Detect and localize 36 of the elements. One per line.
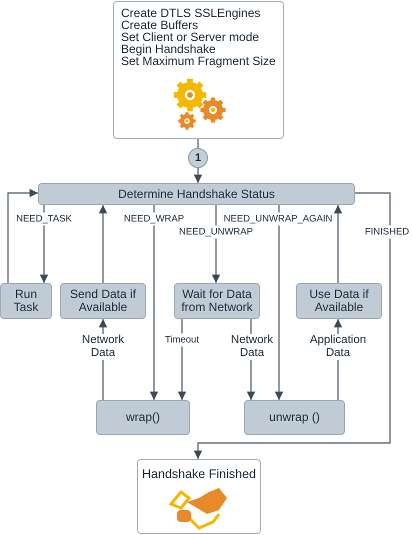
process-box xyxy=(296,283,382,319)
box-text: Run Task xyxy=(12,288,40,314)
edge-label: NEED_WRAP xyxy=(122,212,186,226)
arrow xyxy=(7,188,38,283)
step-number: 1 xyxy=(194,150,202,166)
arrow xyxy=(98,205,108,283)
process-box xyxy=(137,459,261,534)
process-box xyxy=(0,283,52,319)
process-box xyxy=(113,1,284,139)
box-text: Create DTLS SSLEngines xyxy=(121,7,262,19)
edge-label: NEED_UNWRAP xyxy=(178,226,254,238)
process-box xyxy=(244,400,345,435)
edge-label: NEED_UNWRAP_AGAIN xyxy=(222,212,334,226)
edge-label: FINISHED xyxy=(364,226,410,238)
box-text: Send Data if Available xyxy=(68,288,138,314)
box-text: Set Maximum Fragment Size xyxy=(121,55,276,67)
box-text: Wait for Data from Network xyxy=(180,288,254,314)
process-box xyxy=(38,183,355,205)
process-box xyxy=(60,283,146,319)
arrow xyxy=(334,205,342,283)
box-text: Create Buffers xyxy=(121,19,198,31)
process-box xyxy=(174,283,260,319)
box-text: unwrap () xyxy=(269,411,320,424)
box-text: Use Data if Available xyxy=(308,288,370,314)
arrow xyxy=(150,205,158,400)
edge-label: NEED_TASK xyxy=(15,212,73,226)
process-box xyxy=(96,400,190,435)
arrow xyxy=(194,192,391,459)
box-text: Handshake Finished xyxy=(141,466,257,483)
box-text: Set Client or Server mode xyxy=(121,31,260,43)
edge-label: Timeout xyxy=(164,334,200,346)
box-text: Begin Handshake xyxy=(121,43,217,55)
box-text: wrap() xyxy=(126,411,160,424)
arrow xyxy=(194,168,202,183)
arrow xyxy=(274,205,284,400)
box-text: Determine Handshake Status xyxy=(118,188,275,200)
